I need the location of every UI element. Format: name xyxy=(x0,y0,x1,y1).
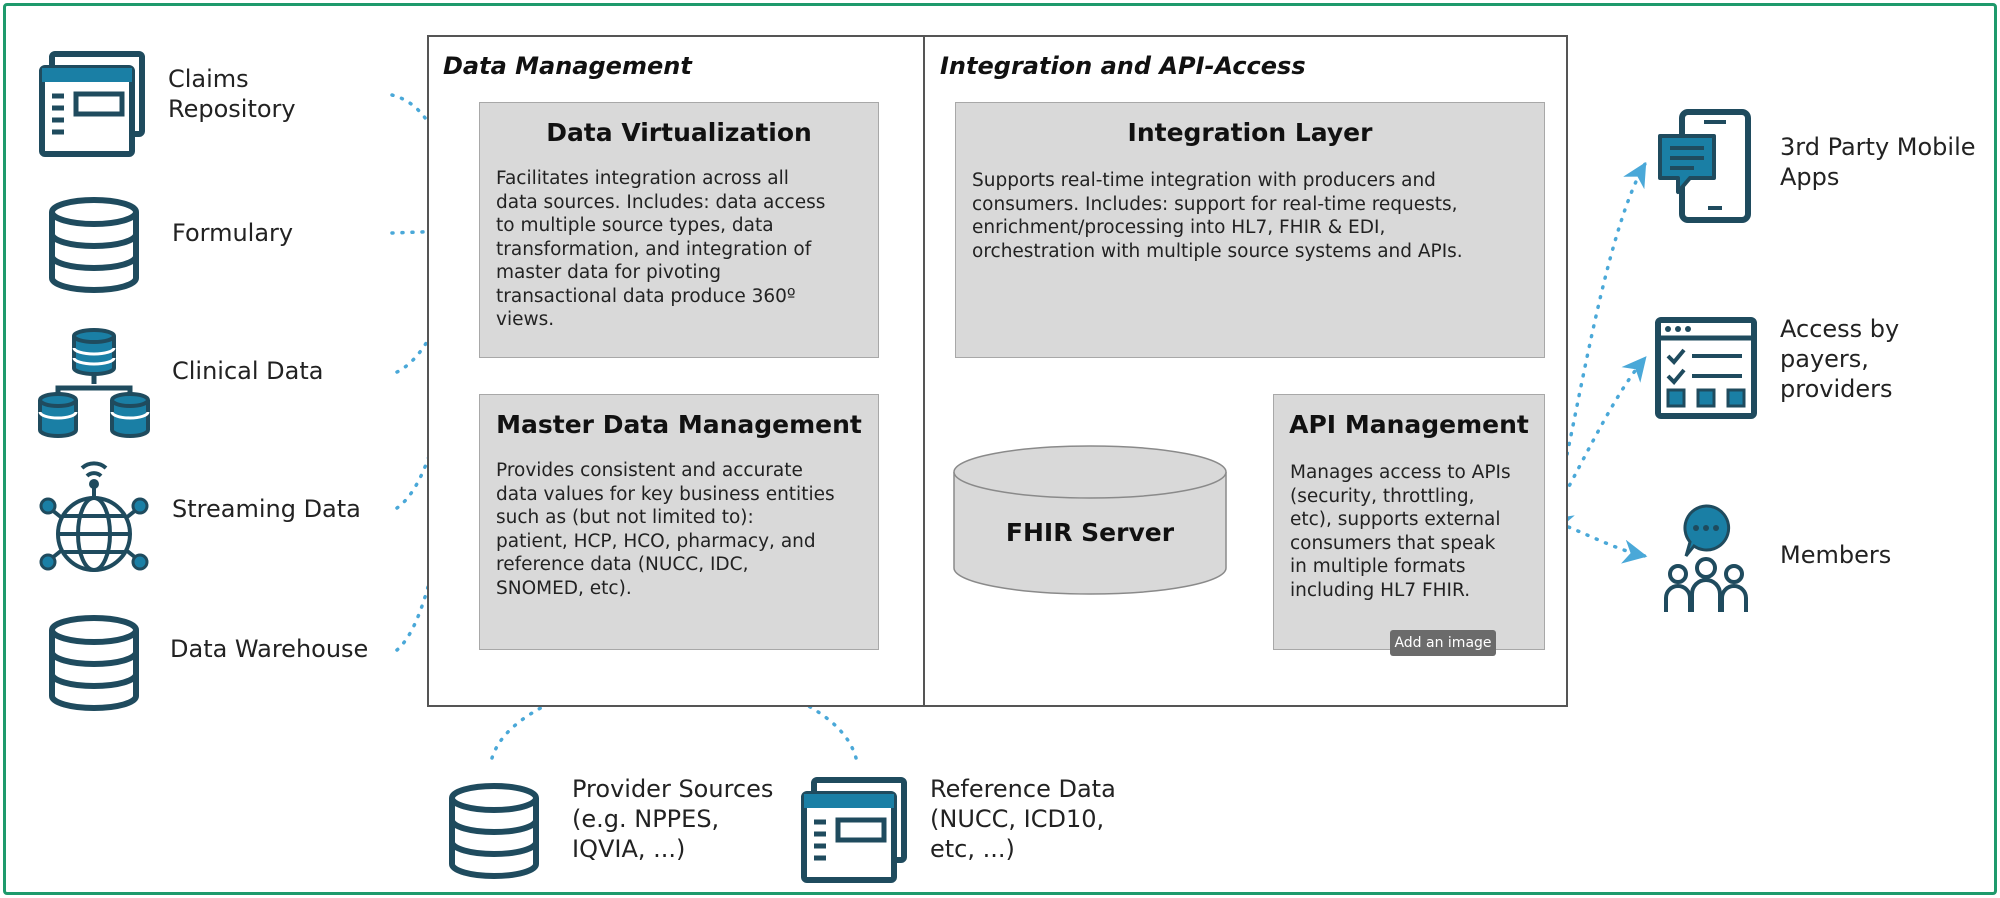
data-virtualization-box: Data Virtualization Facilitates integrat… xyxy=(479,102,879,358)
master-data-management-title: Master Data Management xyxy=(496,410,862,439)
api-management-desc: Manages access to APIs (security, thrott… xyxy=(1290,462,1511,601)
data-warehouse-label: Data Warehouse xyxy=(170,635,369,663)
integration-layer-title: Integration Layer xyxy=(1127,118,1373,147)
add-image-tooltip[interactable]: Add an image xyxy=(1390,630,1496,656)
fhir-server-cylinder xyxy=(953,445,1227,595)
api-management-box: API Management Manages access to APIs (s… xyxy=(1273,394,1545,650)
flow-claims-to-virtualization xyxy=(390,93,480,230)
provider-sources-db-icon xyxy=(449,783,539,879)
payers-providers-checklist-icon xyxy=(1655,317,1757,419)
claims-repository-icon xyxy=(39,51,145,157)
master-data-management-desc: Provides consistent and accurate data va… xyxy=(496,460,835,599)
streaming-data-icon xyxy=(39,461,149,572)
members-group-icon xyxy=(1664,504,1748,612)
data-warehouse-icon xyxy=(49,615,139,711)
integration-api-title: Integration and API-Access xyxy=(940,52,1306,80)
integration-layer-desc: Supports real-time integration with prod… xyxy=(972,170,1463,262)
data-virtualization-desc: Facilitates integration across all data … xyxy=(496,168,826,330)
clinical-data-icon xyxy=(38,328,150,438)
reference-data-label: Reference Data(NUCC, ICD10,etc, ...) xyxy=(930,775,1116,863)
streaming-data-label: Streaming Data xyxy=(172,495,361,523)
master-data-management-box: Master Data Management Provides consiste… xyxy=(479,394,879,650)
outer-frame xyxy=(3,3,1997,895)
reference-data-icon xyxy=(801,777,907,883)
data-management-title: Data Management xyxy=(443,52,692,80)
provider-sources-label: Provider Sources(e.g. NPPES,IQVIA, ...) xyxy=(572,775,774,863)
integration-layer-box: Integration Layer Supports real-time int… xyxy=(955,102,1545,358)
members-label: Members xyxy=(1780,541,1892,569)
clinical-data-label: Clinical Data xyxy=(172,357,324,385)
formulary-label: Formulary xyxy=(172,219,294,247)
data-virtualization-title: Data Virtualization xyxy=(546,118,812,147)
mobile-app-icon xyxy=(1658,109,1751,223)
api-management-title: API Management xyxy=(1289,410,1529,439)
fhir-server-label: FHIR Server xyxy=(1005,518,1175,547)
formulary-db-icon xyxy=(49,197,139,293)
